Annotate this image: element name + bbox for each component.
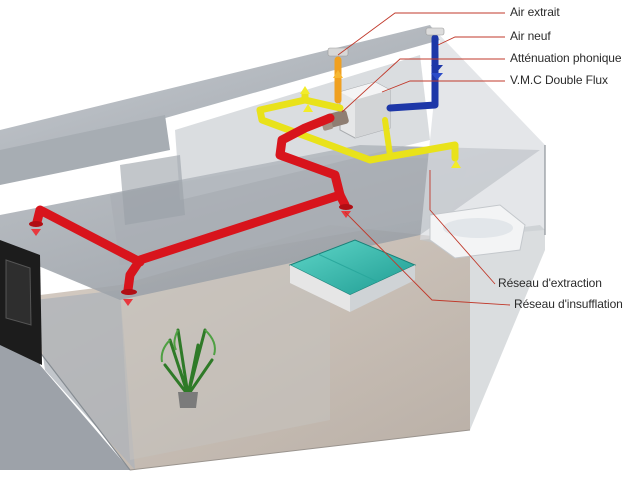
door-icon xyxy=(0,240,42,365)
label-air-neuf: Air neuf xyxy=(510,29,551,43)
label-air-extrait: Air extrait xyxy=(510,5,560,19)
upper-partition xyxy=(120,155,185,225)
leader-air-neuf xyxy=(438,37,505,45)
label-vmc-double-flux: V.M.C Double Flux xyxy=(510,73,608,87)
label-attenuation-phonique: Atténuation phonique xyxy=(510,51,621,65)
label-reseau-extraction: Réseau d'extraction xyxy=(498,276,602,290)
label-reseau-insufflation: Réseau d'insufflation xyxy=(514,297,623,311)
